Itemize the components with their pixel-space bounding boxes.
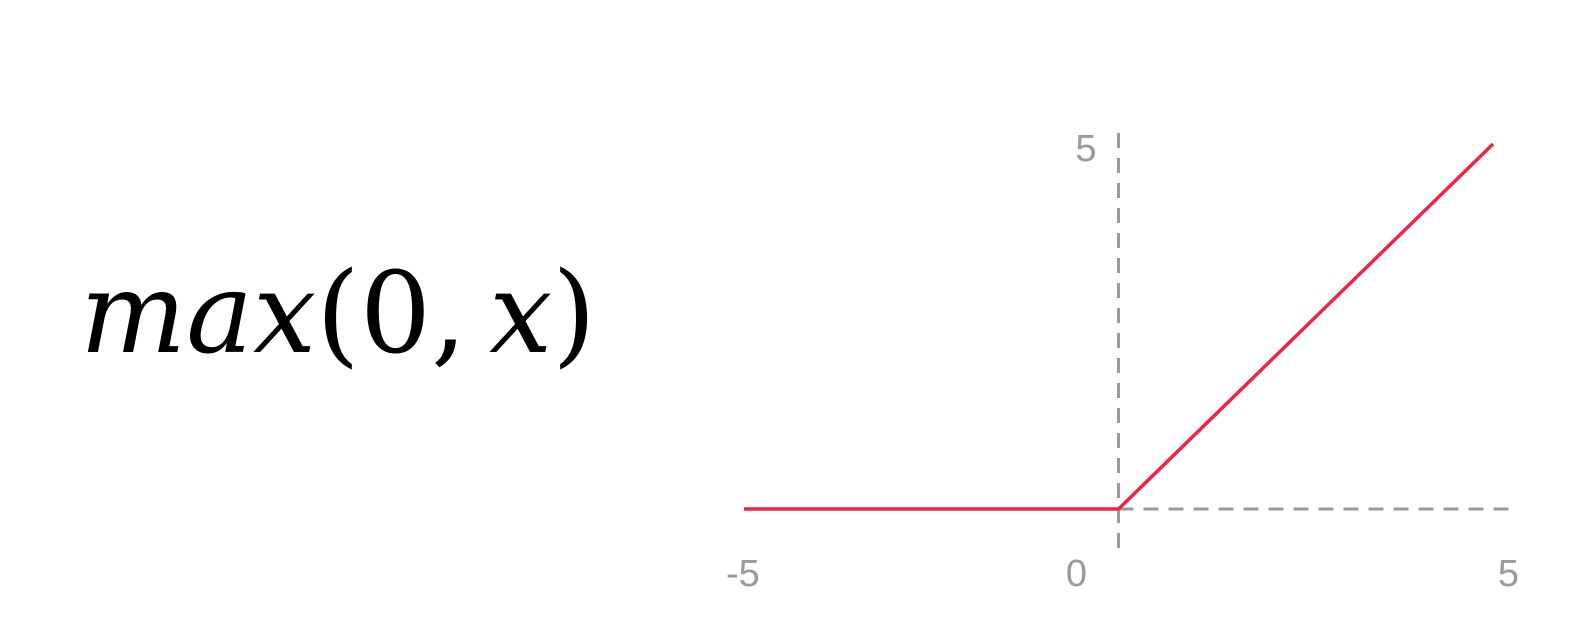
formula: max(0, x)	[80, 258, 596, 370]
formula-function-name: max	[80, 249, 317, 379]
formula-variable: x	[489, 249, 553, 379]
formula-zero: 0	[359, 249, 432, 379]
x-tick-label: 0	[1066, 553, 1087, 595]
y-tick-label: 5	[1075, 128, 1096, 170]
formula-comma: ,	[431, 249, 467, 379]
x-tick-label: 5	[1498, 553, 1519, 595]
formula-open-paren: (	[316, 249, 360, 379]
formula-close-paren: )	[552, 249, 596, 379]
x-tick-label: -5	[726, 553, 760, 595]
series-line	[744, 142, 1495, 511]
